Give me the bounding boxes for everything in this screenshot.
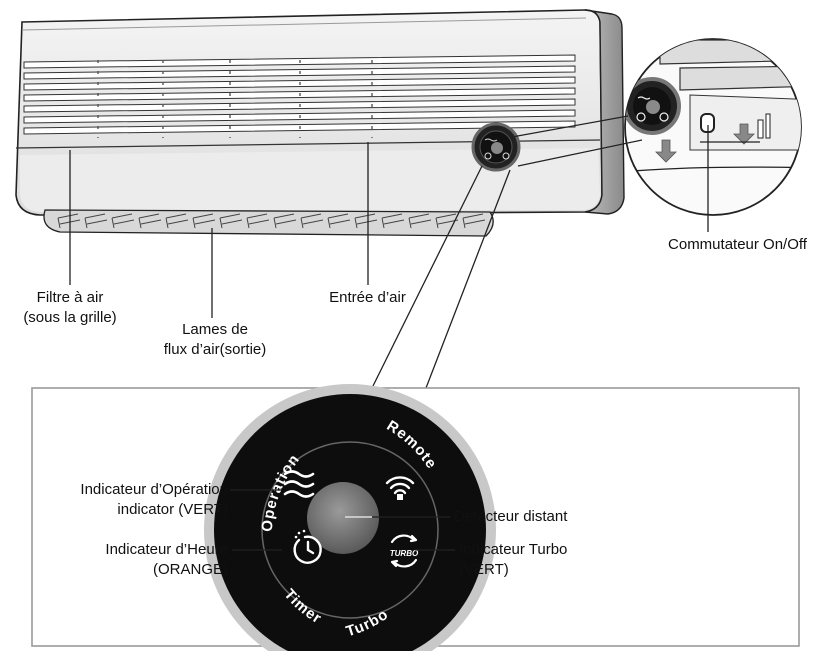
- timer-clock-icon: [293, 529, 322, 564]
- airflow-blade: [354, 213, 378, 229]
- remote-signal-icon: [385, 476, 415, 500]
- airflow-blade: [273, 213, 297, 229]
- airflow-blade: [408, 213, 432, 229]
- airflow-blade: [246, 213, 270, 229]
- panel-enlarged-view: Operation Remote Timer Turbo: [31, 384, 800, 651]
- turbo-indicator-label: Indicateur Turbo (VERT): [459, 541, 568, 578]
- operation-indicator-label: Indicateur d’Opération indicator (VERT): [80, 481, 228, 518]
- air-inlet-label: Entrée d’air: [329, 289, 406, 306]
- airflow-blade: [165, 213, 189, 229]
- airflow-blade: [327, 213, 351, 229]
- airflow-blade: [300, 213, 324, 229]
- airflow-blade: [381, 213, 405, 229]
- airflow-blade: [84, 213, 108, 229]
- airflow-blade: [138, 213, 162, 229]
- switch-zoom-view: [511, 38, 802, 216]
- turbo-badge: TURBO: [390, 549, 419, 558]
- airflow-blade: [219, 213, 243, 229]
- leader-lines: [69, 125, 709, 389]
- remote-sensor-label: Détecteur distant: [454, 508, 568, 525]
- airflow-blade: [111, 213, 135, 229]
- airflow-blades-label: Lames de flux d’air(sortie): [163, 321, 267, 358]
- on-off-switch-label: Commutateur On/Off: [668, 236, 807, 253]
- airflow-waves-icon: [283, 470, 315, 498]
- air-inlet-grille: [23, 54, 576, 138]
- unit-display-panel: [471, 122, 521, 172]
- turbo-cycle-icon: [390, 534, 418, 568]
- timer-indicator-label: Indicateur d’Heure (ORANGE): [105, 541, 228, 578]
- airflow-blade: [192, 213, 216, 229]
- air-filter-label: Filtre à air (sous la grille): [23, 289, 117, 326]
- remote-sensor: [307, 482, 379, 554]
- airflow-blade: [462, 213, 486, 229]
